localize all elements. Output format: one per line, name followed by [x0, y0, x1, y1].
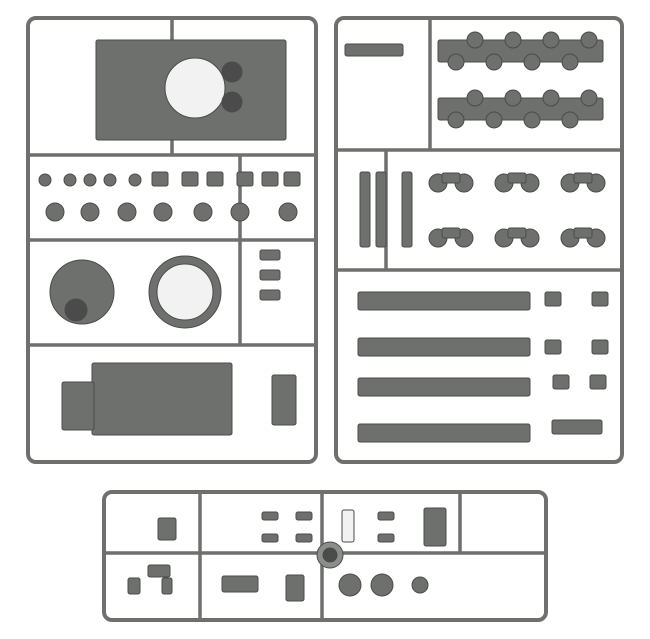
track-part [357, 377, 531, 397]
turret-ring-opening [164, 57, 226, 119]
grille-part [551, 419, 603, 435]
small-part [261, 511, 279, 521]
suspension-rail-part [359, 171, 371, 248]
wheel-part [523, 53, 541, 71]
wheel-part [485, 53, 503, 71]
sprocket-part [338, 573, 362, 597]
small-part [157, 517, 177, 541]
road-wheel-part [153, 202, 173, 222]
suspension-rail-part [375, 171, 387, 248]
small-part [344, 43, 404, 57]
small-part [544, 339, 562, 355]
wheel-part [504, 31, 522, 49]
small-wheel-part [103, 173, 117, 187]
wheel-part [485, 111, 503, 129]
sprue-parts [38, 31, 609, 602]
bogie-arm-part [507, 227, 527, 239]
road-wheel-part [80, 202, 100, 222]
small-part [295, 533, 313, 543]
small-part [591, 339, 609, 355]
small-part [552, 374, 570, 390]
wheel-part [580, 89, 598, 107]
side-part [271, 374, 297, 426]
small-wheel-part [128, 173, 142, 187]
small-part [236, 171, 254, 187]
small-part [411, 576, 429, 594]
small-part [127, 577, 141, 595]
plate-part [221, 575, 259, 593]
cupola-part [64, 298, 88, 322]
sprue-frame-bottom [102, 490, 548, 622]
small-part [591, 291, 609, 307]
bogie-arm-part [441, 172, 461, 184]
track-part [357, 423, 531, 443]
small-part [283, 171, 301, 187]
lower-hull-part [91, 362, 233, 436]
small-wheel-part [63, 173, 77, 187]
wheel-part [504, 89, 522, 107]
track-part [357, 337, 531, 357]
small-part [181, 171, 199, 187]
small-part [261, 171, 279, 187]
road-wheel-part [230, 202, 250, 222]
small-wheel-part [38, 173, 52, 187]
small-part [261, 533, 279, 543]
bogie-arm-part [441, 227, 461, 239]
small-part [295, 511, 313, 521]
wheel-part [542, 89, 560, 107]
wheel-part [561, 111, 579, 129]
small-part [259, 269, 281, 281]
turret-ring-opening [156, 263, 214, 321]
small-part [285, 574, 305, 602]
suspension-rail-part [401, 171, 413, 248]
wheel-part [580, 31, 598, 49]
wheel-part [542, 31, 560, 49]
small-part [147, 564, 171, 578]
small-part [377, 533, 395, 543]
exhaust-part [423, 507, 447, 547]
small-part [377, 511, 395, 521]
bogie-arm-part [573, 172, 593, 184]
road-wheel-part [117, 202, 137, 222]
road-wheel-part [193, 202, 213, 222]
small-part [341, 509, 355, 543]
road-wheel-part [45, 202, 65, 222]
small-part [161, 577, 173, 595]
hatch-part [221, 61, 243, 83]
wheel-part [466, 89, 484, 107]
small-part [544, 291, 562, 307]
bogie-arm-part [507, 172, 527, 184]
small-part [259, 289, 281, 301]
sprue-frame-right [334, 16, 624, 464]
wheel-part [447, 53, 465, 71]
bogie-arm-part [573, 227, 593, 239]
road-wheel-part [278, 202, 298, 222]
small-wheel-part [83, 173, 97, 187]
hatch-part [221, 91, 243, 113]
small-part [589, 374, 607, 390]
small-part [259, 249, 281, 261]
wheel-part [523, 111, 541, 129]
sprue-hub-center [322, 547, 338, 563]
small-part [206, 171, 224, 187]
hull-plate-part [61, 381, 95, 431]
wheel-part [447, 111, 465, 129]
sprocket-part [370, 573, 394, 597]
small-part [151, 171, 169, 187]
wheel-part [561, 53, 579, 71]
wheel-part [466, 31, 484, 49]
track-part [357, 291, 531, 311]
